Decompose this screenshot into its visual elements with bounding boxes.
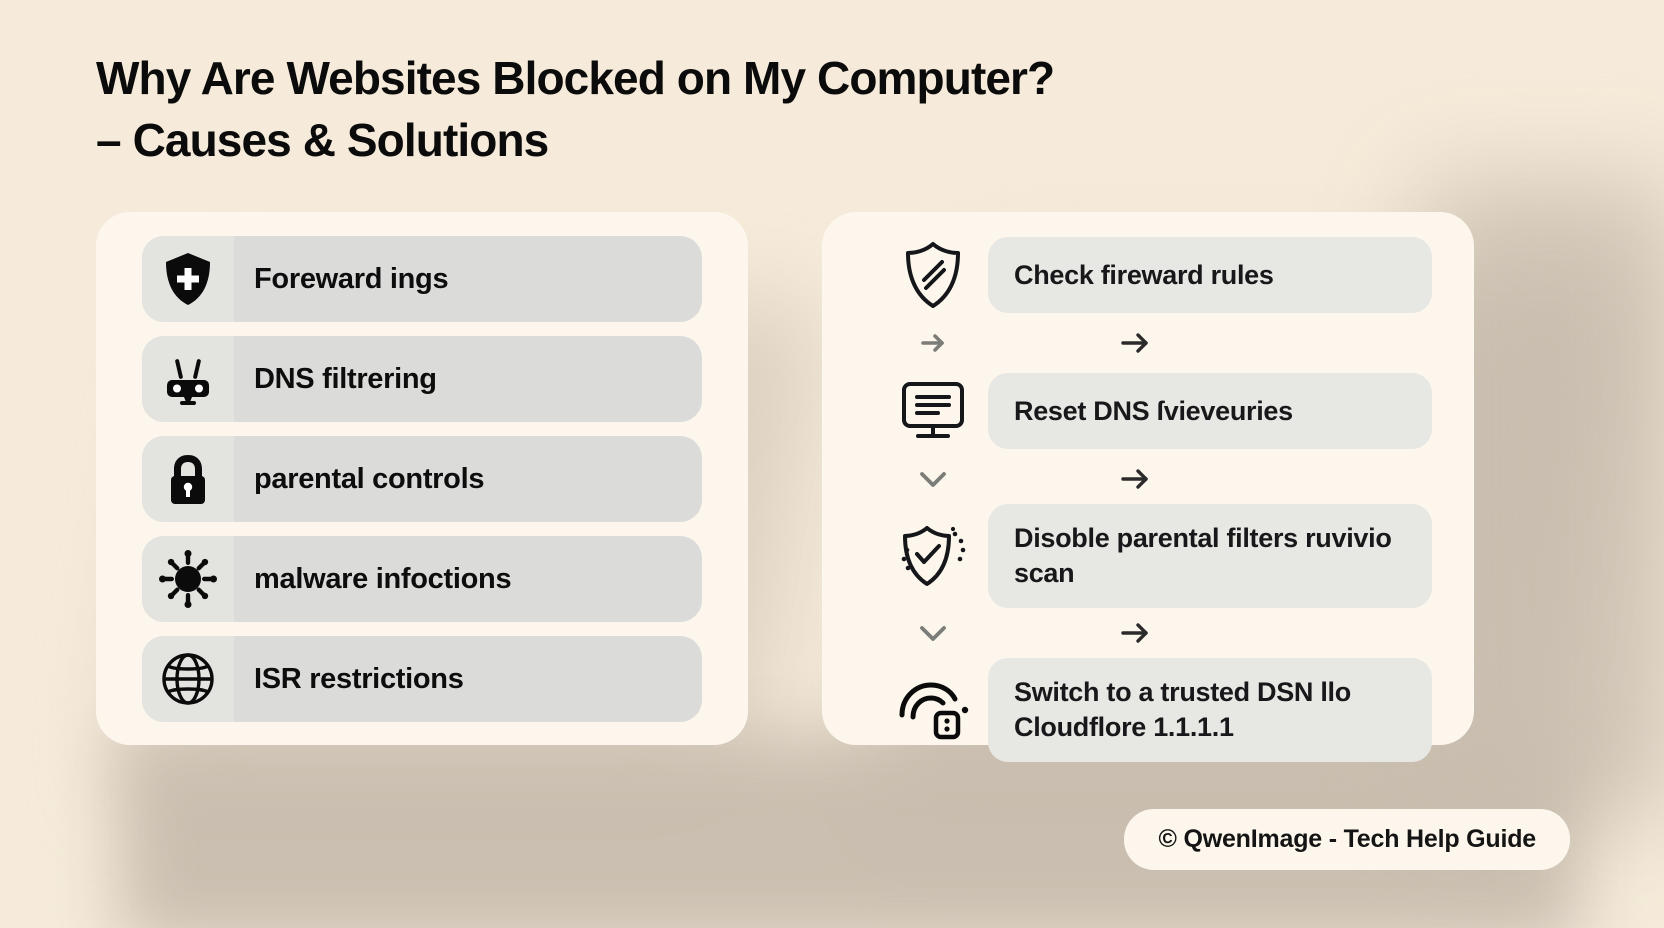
list-item-label: malware infoctions: [254, 562, 512, 595]
shield-plus-icon: [142, 236, 234, 322]
list-item-label: Foreward ings: [254, 262, 449, 295]
list-item[interactable]: parental controls: [142, 436, 702, 522]
solution-text: Disoble parental filters ruvivio scan: [1014, 523, 1392, 588]
arrow-right-icon: [988, 330, 1432, 356]
list-item[interactable]: Disoble parental filters ruvivio scan: [878, 504, 1432, 608]
virus-icon: [142, 536, 234, 622]
flow-connector: [878, 454, 1432, 504]
page-title-line-2: – Causes & Solutions: [96, 113, 549, 166]
shield-slash-icon: [878, 240, 988, 310]
flow-connector: [878, 318, 1432, 368]
footer-credit-badge: © QwenImage - Tech Help Guide: [1124, 809, 1570, 870]
arrow-right-icon: [988, 466, 1432, 492]
solution-text: Check fireward rules: [1014, 259, 1274, 290]
monitor-icon: [878, 379, 988, 443]
list-item-label: ISR restrictions: [254, 662, 464, 695]
page-title: Why Are Websites Blocked on My Computer?…: [96, 48, 1296, 171]
list-item[interactable]: DNS filtrering: [142, 336, 702, 422]
causes-card: Foreward ings DNS filtrering: [96, 212, 748, 745]
list-item[interactable]: ISR restrictions: [142, 636, 702, 722]
flow-connector: [878, 608, 1432, 658]
globe-icon: [142, 636, 234, 722]
list-item-label: DNS filtrering: [254, 362, 437, 395]
solution-pill[interactable]: Disoble parental filters ruvivio scan: [988, 504, 1432, 608]
solutions-flow: Check fireward rules: [878, 232, 1432, 762]
list-item[interactable]: Check fireward rules: [878, 232, 1432, 318]
list-item[interactable]: malware infoctions: [142, 536, 702, 622]
solution-text: Reset DNS ſvieveuries: [1014, 395, 1293, 426]
solutions-card: Check fireward rules: [822, 212, 1474, 762]
router-icon: [142, 336, 234, 422]
list-item[interactable]: Switch to a trusted DSN llo Cloudflore 1…: [878, 658, 1432, 762]
chevron-down-icon: [878, 622, 988, 644]
solution-text: Switch to a trusted DSN llo Cloudflore 1…: [1014, 677, 1351, 742]
solution-pill[interactable]: Check fireward rules: [988, 237, 1432, 313]
causes-list: Foreward ings DNS filtrering: [142, 236, 702, 722]
page-title-line-1: Why Are Websites Blocked on My Computer?: [96, 52, 1055, 104]
list-item-label: parental controls: [254, 462, 485, 495]
list-item[interactable]: Foreward ings: [142, 236, 702, 322]
lock-icon: [142, 436, 234, 522]
arrow-right-icon: [988, 620, 1432, 646]
list-item[interactable]: Reset DNS ſvieveuries: [878, 368, 1432, 454]
chevron-down-icon: [878, 468, 988, 490]
arrow-right-icon: [878, 331, 988, 355]
solution-pill[interactable]: Reset DNS ſvieveuries: [988, 373, 1432, 449]
shield-check-icon: [878, 520, 988, 592]
solution-pill[interactable]: Switch to a trusted DSN llo Cloudflore 1…: [988, 658, 1432, 762]
wifi-lock-icon: [878, 679, 988, 741]
